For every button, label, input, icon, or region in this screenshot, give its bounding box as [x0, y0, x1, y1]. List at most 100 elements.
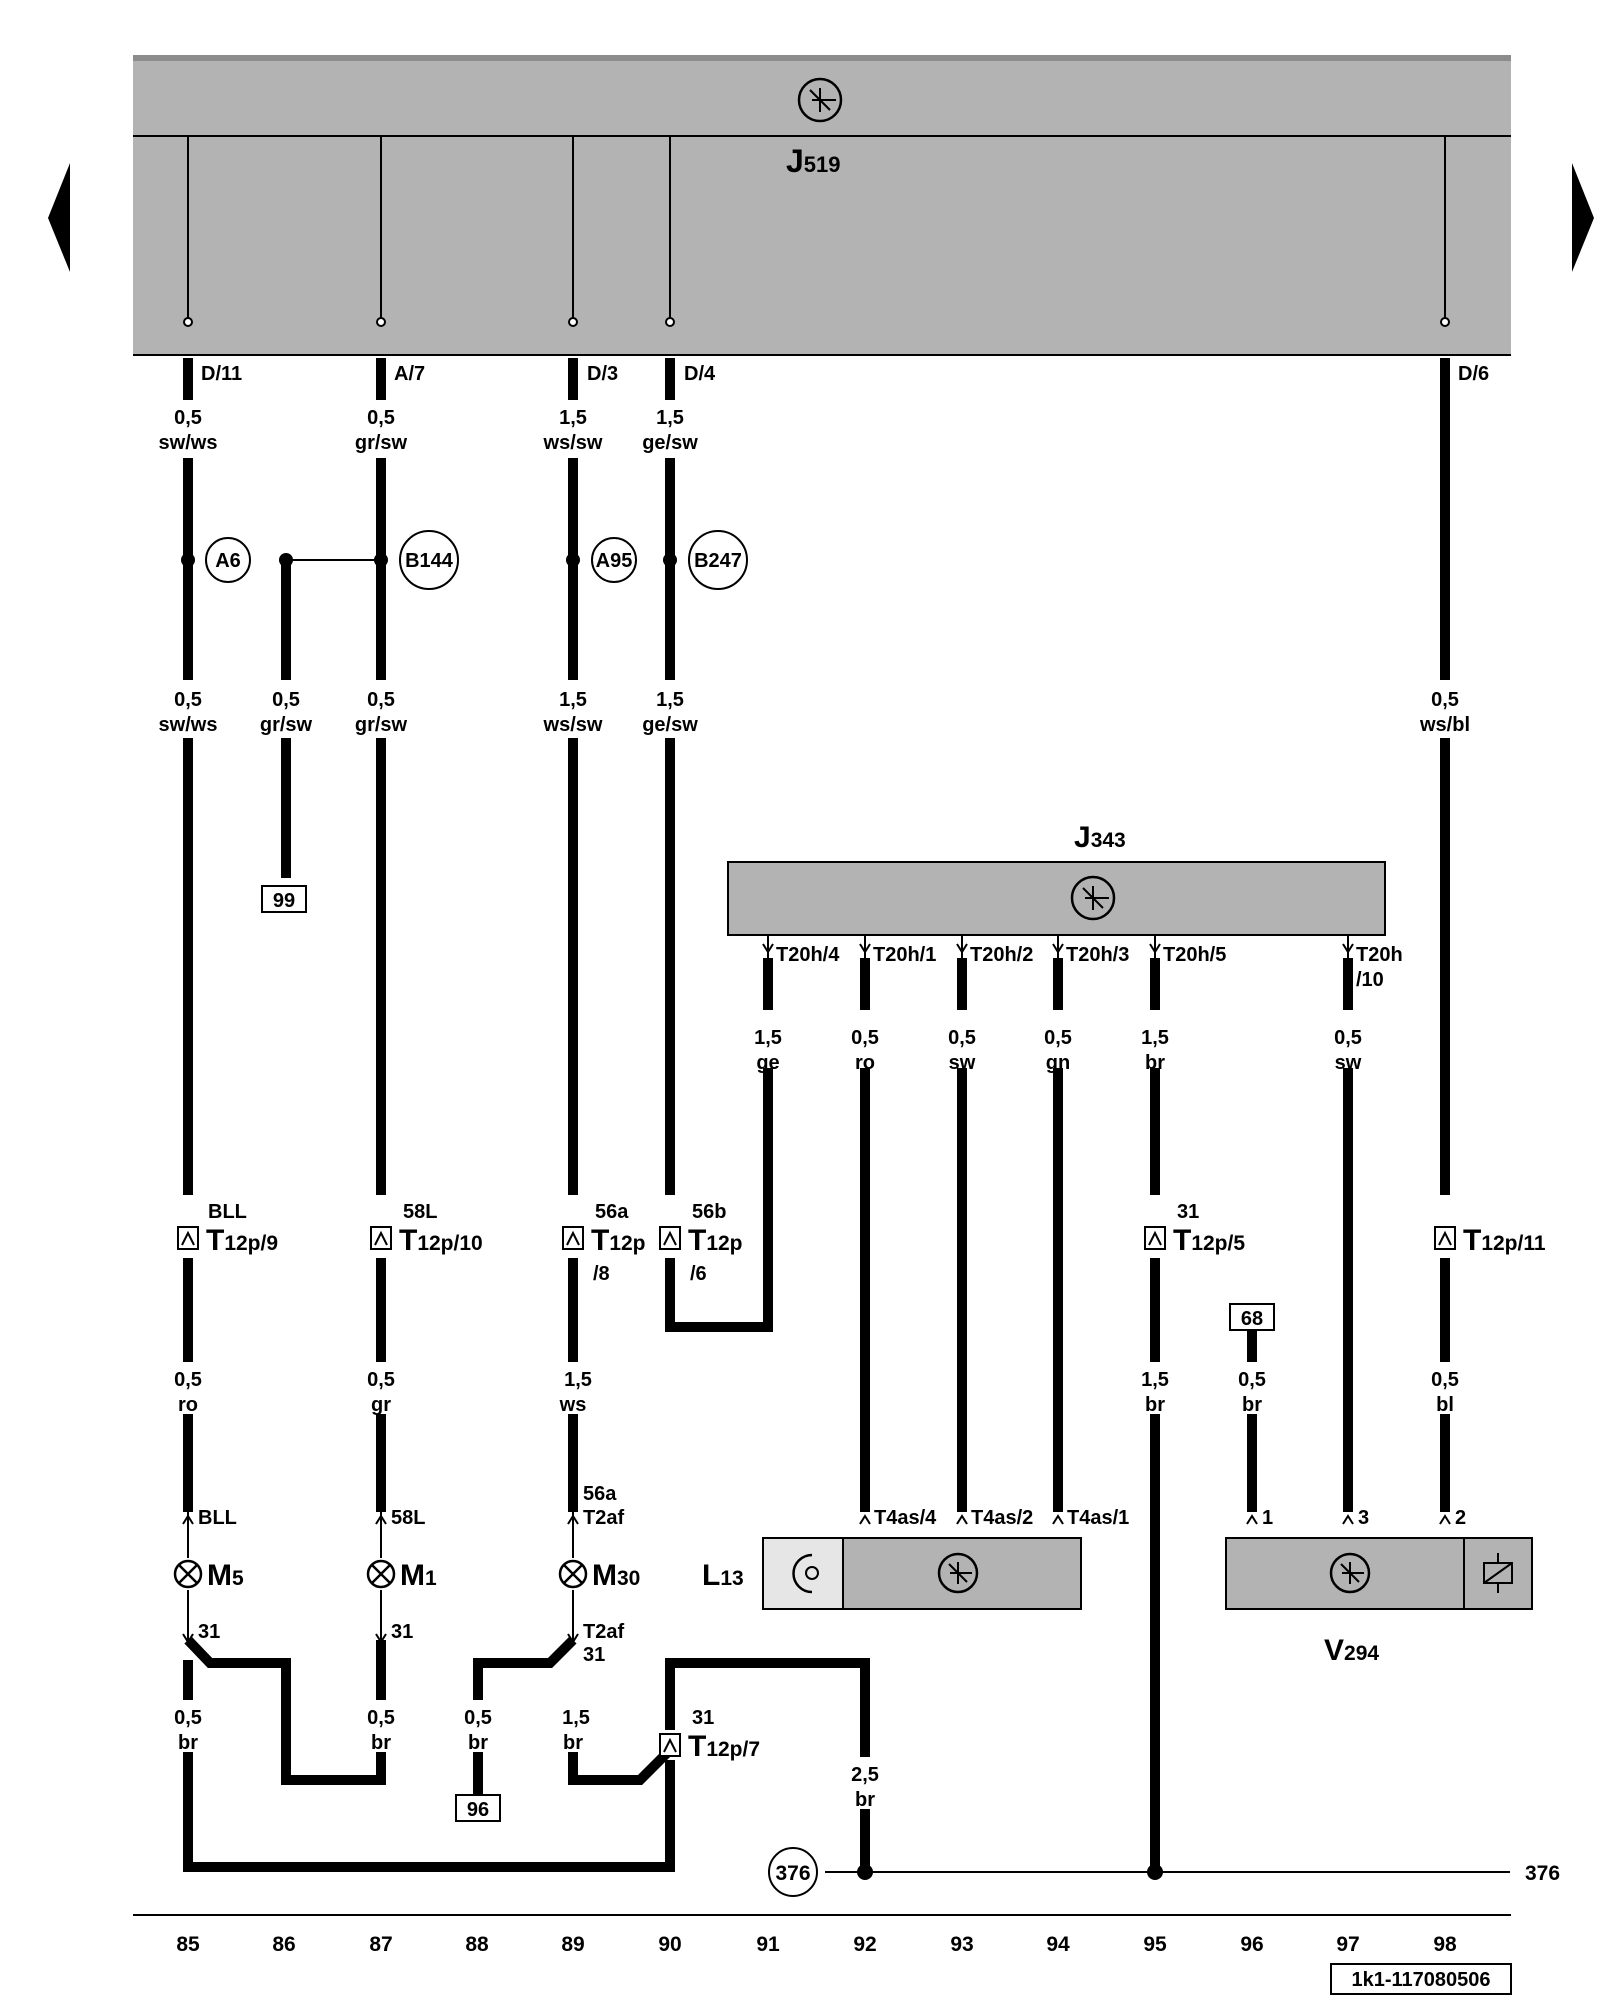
wire-size: 0,5	[1044, 1027, 1072, 1049]
document-id-box	[1330, 1963, 1512, 1995]
wire-color: ro	[178, 1394, 198, 1416]
pin-label: T20h/5	[1163, 944, 1226, 966]
pin-arrow	[182, 1633, 194, 1644]
connector-symbol	[1144, 1226, 1166, 1250]
connector-label: T12p	[591, 1224, 646, 1257]
wire	[665, 1068, 773, 1332]
bulb-m1: M1	[366, 1559, 437, 1592]
component-label-j519: J519	[786, 143, 841, 179]
wire-size: 0,5	[174, 1707, 202, 1729]
ground-wire	[665, 1658, 870, 1760]
pin-terminal	[376, 317, 386, 327]
wire-color: ge	[756, 1052, 779, 1074]
previous-page-arrow[interactable]	[48, 163, 70, 272]
pin-label: T2af	[583, 1621, 624, 1643]
wire-size: 0,5	[1334, 1027, 1362, 1049]
connector-label-extra: /8	[593, 1263, 610, 1285]
wire-size: 1,5	[656, 689, 684, 711]
track-number: 88	[465, 1933, 489, 1956]
pin-label: 31	[198, 1621, 220, 1643]
connector-label: T12p/5	[1173, 1224, 1245, 1257]
component-label-j343: J343	[1074, 821, 1126, 854]
wire-size: 1,5	[754, 1027, 782, 1049]
ground-point-marker	[768, 1847, 818, 1897]
pin-label: T20h/4	[776, 944, 840, 966]
connector-symbol	[1434, 1226, 1456, 1250]
wire-color: br	[468, 1732, 488, 1754]
track-number: 85	[176, 1933, 200, 1956]
connector-arrow	[181, 1230, 195, 1246]
component-l13: L13	[702, 1537, 1082, 1610]
ground-wire	[183, 1720, 675, 1872]
track-number: 89	[561, 1933, 584, 1956]
wire-color: gr/sw	[260, 714, 313, 736]
wire-color: ws	[559, 1394, 587, 1416]
track-number: 91	[756, 1933, 780, 1956]
wire-color: ws/sw	[543, 714, 603, 736]
wire-color: br	[563, 1732, 583, 1754]
connector-symbol	[562, 1226, 584, 1250]
track-number: 93	[950, 1933, 973, 1956]
track-number: 97	[1336, 1933, 1359, 1956]
splice-markers: A6 B144 A95 B247	[205, 530, 748, 590]
component-label: M5	[207, 1559, 244, 1592]
pin-label: T20h/2	[970, 944, 1033, 966]
pin-label: T20h	[1356, 944, 1403, 966]
wire-color: br	[855, 1789, 875, 1811]
pin-label: 58L	[391, 1507, 425, 1529]
track-number: 98	[1433, 1933, 1457, 1956]
wire-color: br	[371, 1732, 391, 1754]
light-icon	[792, 1553, 819, 1594]
splice-node	[279, 553, 293, 567]
pin-label: 31	[391, 1621, 413, 1643]
connector-function: BLL	[208, 1201, 247, 1223]
pin-arrow	[1342, 1514, 1354, 1525]
wire-size: 1,5	[656, 407, 684, 429]
connector-symbol	[659, 1733, 681, 1757]
wire-color: bl	[1436, 1394, 1454, 1416]
connector-function: 31	[1177, 1201, 1199, 1223]
splice-node	[181, 553, 195, 567]
connector-label-extra: /6	[690, 1263, 707, 1285]
wire-size: 0,5	[948, 1027, 976, 1049]
pin-label: A/7	[394, 363, 425, 385]
pin-label: 2	[1455, 1507, 1466, 1529]
connector-label: T12p/7	[688, 1730, 760, 1763]
wire-size: 0,5	[1431, 689, 1459, 711]
wire-size: 0,5	[367, 407, 395, 429]
pin-label: /10	[1356, 969, 1384, 991]
splice-node	[1147, 1864, 1163, 1880]
wire-size: 1,5	[559, 407, 587, 429]
actuator-icon	[1483, 1553, 1513, 1593]
pin-label: T4as/1	[1067, 1507, 1129, 1529]
pin-arrow	[1246, 1514, 1258, 1525]
connector-symbol	[177, 1226, 199, 1250]
wire-size: 0,5	[174, 1369, 202, 1391]
ref-label: 68	[1241, 1308, 1263, 1330]
control-unit-icon	[1329, 1552, 1371, 1594]
splice-node	[374, 553, 388, 567]
control-unit-j519: J519	[133, 55, 1511, 356]
wire-size: 0,5	[174, 689, 202, 711]
wire-size: 1,5	[1141, 1369, 1169, 1391]
wire-color: ge/sw	[642, 714, 698, 736]
component-v294: V294	[1225, 1537, 1533, 1667]
pin-arrow	[859, 1514, 871, 1525]
connector-arrow	[663, 1737, 677, 1753]
wire-color: br	[178, 1732, 198, 1754]
track-number: 86	[272, 1933, 295, 1956]
wire-size: 1,5	[564, 1369, 592, 1391]
wire-color: gr/sw	[355, 432, 408, 454]
wire-size: 0,5	[851, 1027, 879, 1049]
pin-arrow	[956, 1514, 968, 1525]
pin-label: T20h/1	[873, 944, 936, 966]
control-unit-icon	[797, 77, 843, 123]
pin-label: D/4	[684, 363, 716, 385]
wire-color: sw	[949, 1052, 976, 1074]
wire-size: 0,5	[367, 1707, 395, 1729]
pin-terminal	[183, 317, 193, 327]
track-number: 92	[853, 1933, 876, 1956]
wire-color: gn	[1046, 1052, 1070, 1074]
next-page-arrow[interactable]	[1572, 163, 1594, 272]
pin-label: BLL	[198, 1507, 237, 1529]
